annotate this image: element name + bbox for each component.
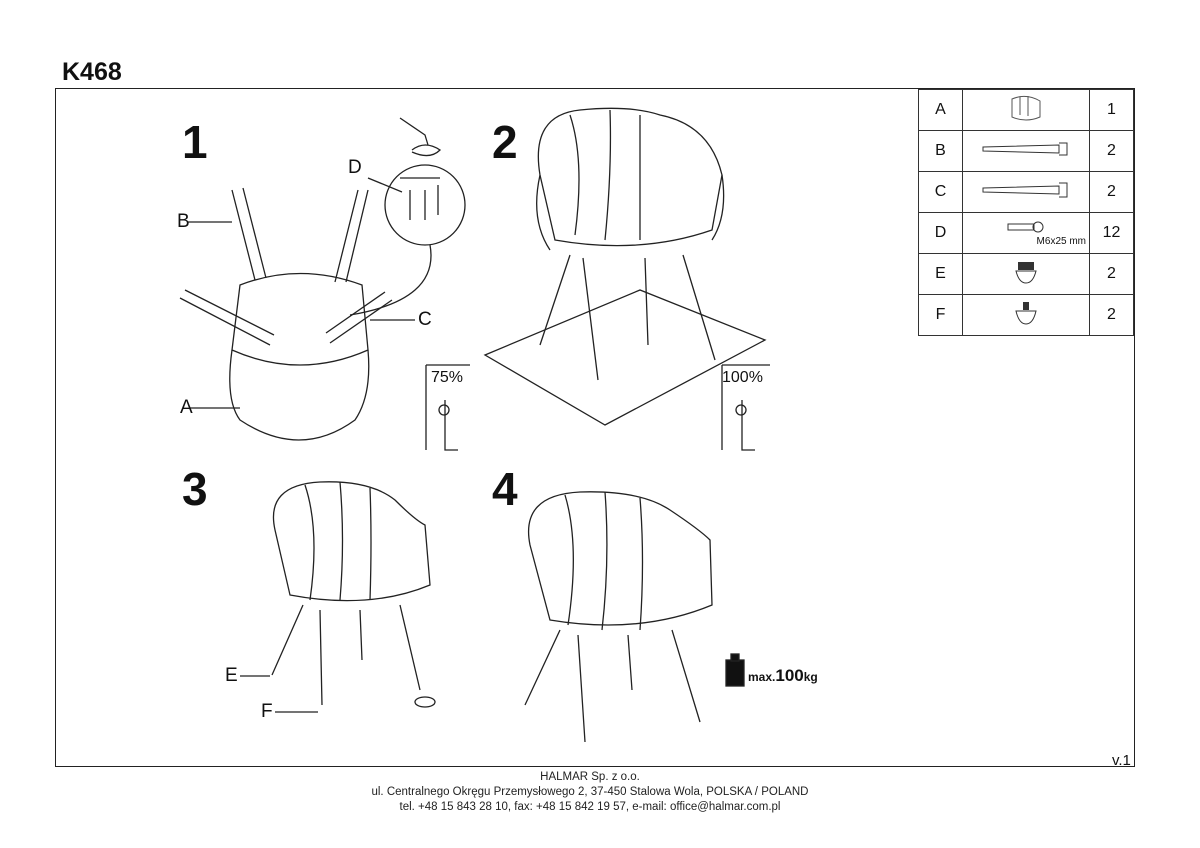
callout-e: E — [225, 665, 238, 686]
footer: HALMAR Sp. z o.o. ul. Centralnego Okręgu… — [0, 770, 1180, 815]
step-number-2: 2 — [492, 116, 518, 168]
step3-chair-illustration — [240, 481, 436, 713]
tightening-100: 100% — [722, 369, 763, 386]
callout-b: B — [177, 211, 190, 232]
foot-glide-icon — [1015, 261, 1037, 284]
callout-c: C — [418, 309, 432, 330]
leg-icon — [982, 182, 1068, 197]
weight-icon — [725, 659, 745, 687]
bolt-icon — [1007, 221, 1044, 232]
footer-company: HALMAR Sp. z o.o. — [540, 771, 640, 783]
product-code: K468 — [62, 58, 122, 86]
step-number-3: 3 — [182, 463, 208, 515]
chair-seat-icon — [1011, 95, 1041, 120]
leg-icon — [982, 142, 1068, 155]
footer-address: ul. Centralnego Okręgu Przemysłowego 2, … — [371, 786, 809, 798]
max-load-label: max.100kg — [748, 666, 818, 685]
callout-d: D — [348, 157, 362, 178]
tightening-75: 75% — [431, 369, 464, 386]
step-number-1: 1 — [182, 116, 208, 168]
foot-glide-icon — [1015, 301, 1037, 325]
step2-chair-illustration — [483, 107, 770, 451]
step-number-4: 4 — [492, 463, 518, 515]
step1-seat-illustration — [179, 117, 470, 451]
step4-chair-illustration — [524, 491, 713, 743]
instruction-frame — [55, 88, 1135, 767]
footer-contact: tel. +48 15 843 28 10, fax: +48 15 842 1… — [399, 801, 781, 813]
callout-a: A — [180, 397, 193, 418]
callout-f: F — [261, 701, 273, 722]
version-label: v.1 — [1112, 752, 1131, 769]
